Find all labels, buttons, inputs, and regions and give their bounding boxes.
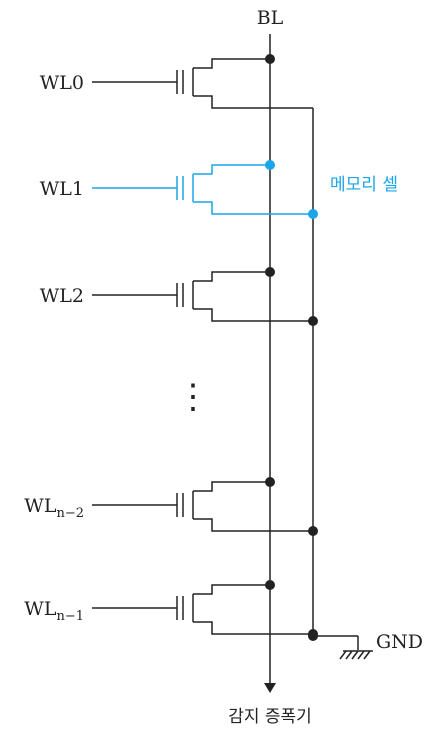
drain-wire bbox=[193, 58, 270, 69]
source-wire bbox=[193, 518, 313, 532]
source-wire bbox=[193, 201, 313, 215]
source-junction-dot bbox=[308, 526, 318, 536]
memory-cell-WLn-2: WLn−2 bbox=[24, 477, 318, 536]
source-junction-dot bbox=[308, 316, 318, 326]
wordline-label-sub: 1 bbox=[72, 178, 84, 200]
memory-cell-WL2: WL2 bbox=[40, 267, 318, 326]
drain-wire bbox=[193, 271, 270, 282]
wordline-label-WL1: WL1 bbox=[40, 178, 84, 200]
wordline-label-base: WL bbox=[24, 495, 57, 517]
wordline-label-sub: 0 bbox=[72, 72, 84, 94]
wordline-label-base: WL bbox=[40, 178, 73, 200]
wordline-label-WLn-1: WLn−1 bbox=[24, 598, 84, 624]
wordline-label-base: WL bbox=[40, 285, 73, 307]
wordline-label-base: WL bbox=[40, 72, 73, 94]
bitline-junction-dot bbox=[265, 580, 275, 590]
wordline-label-base: WL bbox=[24, 598, 57, 620]
wordline-label-WLn-2: WLn−2 bbox=[24, 495, 84, 521]
drain-wire bbox=[193, 584, 270, 595]
wordline-label-WL0: WL0 bbox=[40, 72, 84, 94]
wordline-label-sub: 2 bbox=[72, 285, 84, 307]
memory-cell-WLn-1: WLn−1 bbox=[24, 580, 318, 639]
drain-wire bbox=[193, 164, 270, 175]
wordline-label-sub: n−2 bbox=[56, 506, 84, 521]
source-wire bbox=[193, 308, 313, 322]
source-wire bbox=[193, 621, 313, 635]
bitline-junction-dot bbox=[265, 160, 275, 170]
source-junction-dot bbox=[308, 209, 318, 219]
memory-cell-WL1: WL1 bbox=[40, 160, 318, 219]
memory-cell-WL0: WL0 bbox=[40, 54, 313, 109]
wordline-label-WL2: WL2 bbox=[40, 285, 84, 307]
bitline-junction-dot bbox=[265, 477, 275, 487]
ground-symbol bbox=[313, 635, 373, 660]
source-wire bbox=[193, 95, 313, 109]
memory-cell-label: 메모리 셀 bbox=[330, 175, 398, 195]
ellipsis-dots: ⋮ bbox=[176, 377, 210, 417]
drain-wire bbox=[193, 481, 270, 492]
sense-amplifier-label: 감지 증폭기 bbox=[228, 707, 312, 727]
wordline-label-sub: n−1 bbox=[56, 609, 84, 624]
gnd-label: GND bbox=[376, 631, 423, 653]
bitline-junction-dot bbox=[265, 267, 275, 277]
bitline-label: BL bbox=[257, 7, 284, 29]
bitline-junction-dot bbox=[265, 54, 275, 64]
